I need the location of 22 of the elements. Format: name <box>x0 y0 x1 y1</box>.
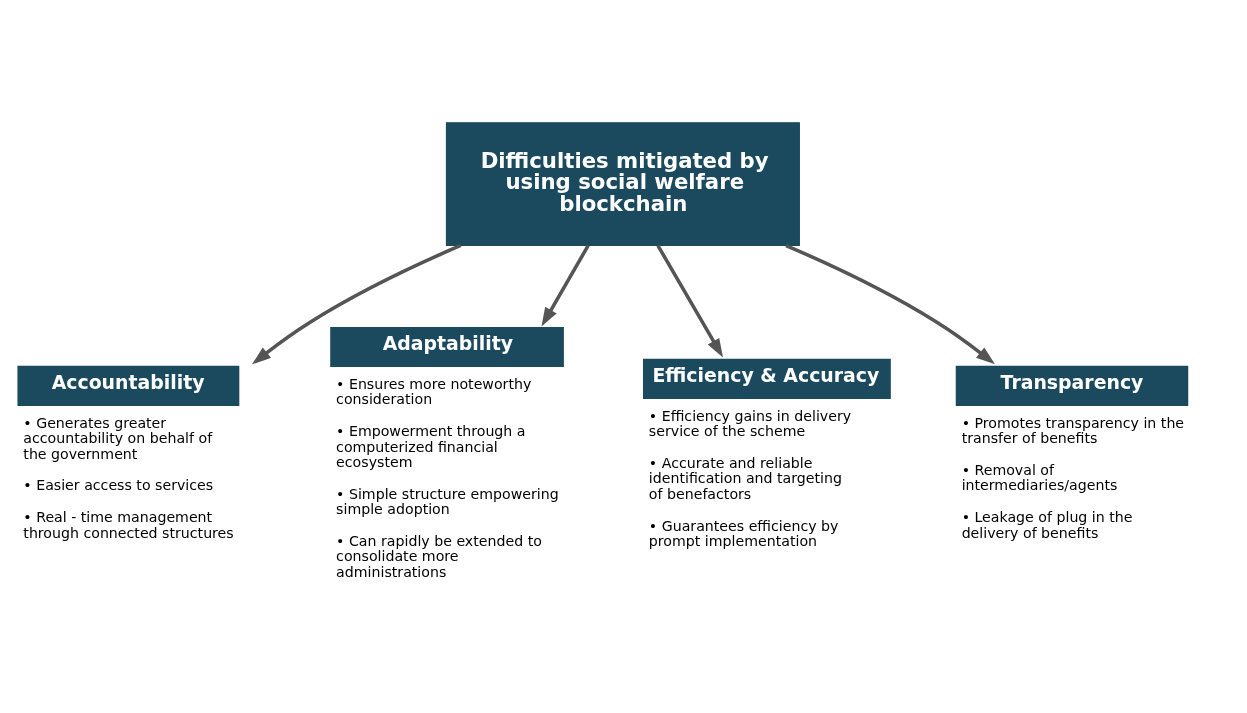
node-box: Transparency <box>955 365 1189 406</box>
node-label: • Easier access to services <box>23 476 214 493</box>
arrow <box>656 244 723 358</box>
node-box: Adaptability <box>330 326 564 367</box>
node-label: • Leakage of plug in the delivery of benefits <box>961 508 1133 541</box>
node-box: Efficiency & Accuracy <box>642 358 891 399</box>
arrow <box>252 243 462 364</box>
arrow <box>785 243 995 364</box>
node-label: • Simple structure empowering simple adoption <box>336 485 559 517</box>
node-label: • Accurate and reliable identification and targeting of benefactors <box>648 454 843 502</box>
node-label: • Generates greater accountability on behalf of the government <box>23 414 213 462</box>
node-box: Difficulties mitigated by using social welfare blockchain <box>445 121 800 246</box>
node-label: • Ensures more noteworthy consideration <box>336 375 532 407</box>
arrow <box>541 244 590 327</box>
node-label: • Guarantees efficiency by prompt implementation <box>648 517 839 549</box>
node-label: • Promotes transparency in the transfer of benefits <box>961 414 1185 446</box>
node-label: • Removal of intermediaries/agents <box>961 461 1118 493</box>
node-label: • Efficiency gains in delivery service of the scheme <box>648 407 852 439</box>
node-box: Accountability <box>17 365 240 406</box>
node-label: • Empowerment through a computerized financial ecosystem <box>336 422 526 470</box>
node-label: • Real - time management through connected structures <box>23 508 234 541</box>
node-label: • Can rapidly be extended to consolidate more administrations <box>336 532 542 580</box>
